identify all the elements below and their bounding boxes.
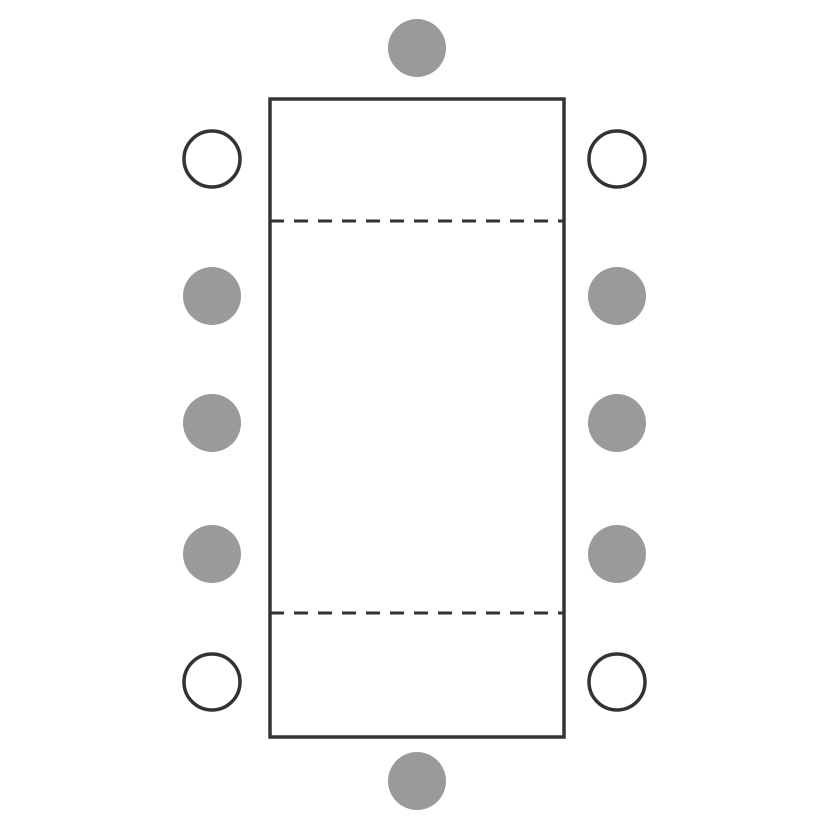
seat-right-5-empty-seat	[587, 652, 647, 712]
table	[268, 97, 566, 739]
seat-right-2-filled-seat	[588, 267, 646, 325]
seat-head-top-filled-seat	[388, 19, 446, 77]
seat-left-4-filled-seat	[183, 525, 241, 583]
seat-left-5-empty-seat	[182, 652, 242, 712]
seat-left-2-filled-seat	[183, 267, 241, 325]
seat-right-3-filled-seat	[588, 394, 646, 452]
seats-layer	[182, 19, 647, 810]
seat-left-1-empty-seat	[182, 129, 242, 189]
seat-right-1-empty-seat	[587, 129, 647, 189]
seat-head-bottom-filled-seat	[388, 752, 446, 810]
seat-left-3-filled-seat	[183, 394, 241, 452]
seat-right-4-filled-seat	[588, 525, 646, 583]
